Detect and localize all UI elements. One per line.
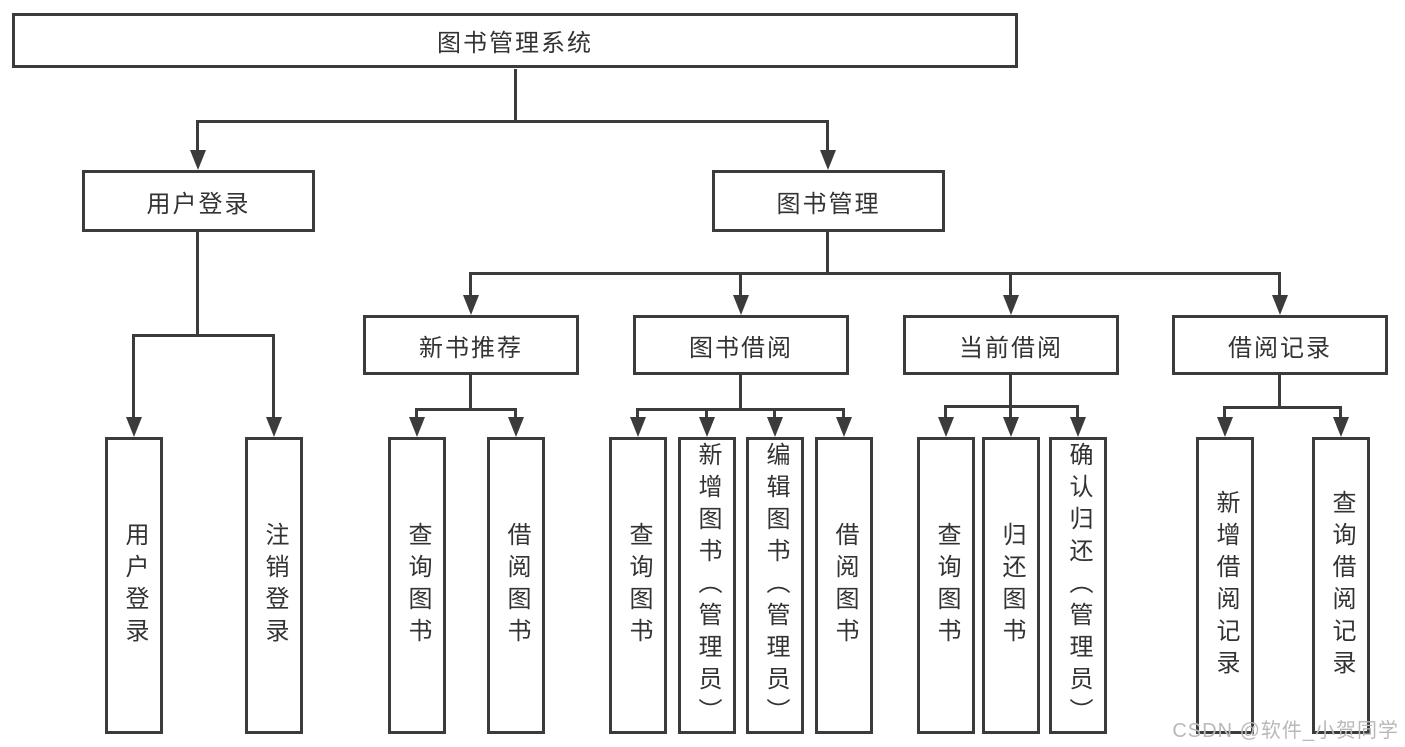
connector-bookmgmt-drop-3 bbox=[1009, 272, 1012, 297]
leaf-label: 新增借阅记录 bbox=[1212, 489, 1239, 682]
node-new-book-recommendation: 新书推荐 bbox=[363, 315, 579, 375]
leaf-add-borrow-record: 新增借阅记录 bbox=[1196, 437, 1254, 734]
leaf-confirm-return-admin: 确认归还（管理员） bbox=[1049, 437, 1107, 734]
connector-bookmgmt-stem bbox=[826, 232, 829, 275]
leaf-logout: 注销登录 bbox=[245, 437, 303, 734]
connector-g4-stem bbox=[1009, 375, 1012, 408]
arrowhead-icon bbox=[1003, 417, 1019, 437]
leaf-user-login: 用户登录 bbox=[105, 437, 163, 734]
leaf-query-borrow-record: 查询借阅记录 bbox=[1312, 437, 1370, 734]
leaf-query-books-borrowing: 查询图书 bbox=[609, 437, 667, 734]
leaf-label: 查询图书 bbox=[933, 521, 960, 650]
arrowhead-icon bbox=[508, 417, 524, 437]
arrowhead-icon bbox=[767, 417, 783, 437]
connector-g3-drop-4 bbox=[842, 408, 845, 419]
leaf-label: 确认归还（管理员） bbox=[1065, 441, 1092, 730]
node-library-management-system: 图书管理系统 bbox=[12, 13, 1018, 68]
node-book-management: 图书管理 bbox=[712, 170, 945, 232]
csdn-watermark: CSDN @软件_小贺同学 bbox=[1172, 720, 1399, 742]
connector-g3-drop-3 bbox=[773, 408, 776, 419]
connector-g5-stem bbox=[1278, 375, 1281, 409]
connector-root-right-drop bbox=[826, 120, 829, 152]
arrowhead-icon bbox=[733, 295, 749, 315]
leaf-return-books: 归还图书 bbox=[982, 437, 1040, 734]
connector-g2-drop-1 bbox=[415, 408, 418, 419]
connector-g4-drop-3 bbox=[1076, 405, 1079, 419]
leaf-label: 借阅图书 bbox=[831, 521, 858, 650]
node-label: 图书借阅 bbox=[689, 334, 793, 362]
arrowhead-icon bbox=[463, 295, 479, 315]
leaf-label: 查询图书 bbox=[625, 521, 652, 650]
arrowhead-icon bbox=[1003, 295, 1019, 315]
leaf-borrow-books-recommend: 借阅图书 bbox=[487, 437, 545, 734]
connector-g5-drop-2 bbox=[1339, 406, 1342, 419]
arrowhead-icon bbox=[1272, 295, 1288, 315]
connector-g5-drop-1 bbox=[1223, 406, 1226, 419]
connector-bookmgmt-crossbar bbox=[469, 272, 1281, 275]
connector-root-crossbar bbox=[196, 120, 829, 123]
arrowhead-icon bbox=[630, 417, 646, 437]
connector-g4-drop-2 bbox=[1009, 405, 1012, 419]
connector-g4-drop-1 bbox=[944, 405, 947, 419]
leaf-label: 注销登录 bbox=[261, 521, 288, 650]
connector-g2-drop-2 bbox=[514, 408, 517, 419]
connector-g2-stem bbox=[469, 375, 472, 411]
connector-g3-crossbar bbox=[636, 408, 845, 411]
connector-userlogin-crossbar bbox=[132, 334, 275, 337]
connector-userlogin-drop-2 bbox=[272, 334, 275, 419]
leaf-label: 新增图书（管理员） bbox=[694, 441, 721, 730]
node-current-borrowing: 当前借阅 bbox=[903, 315, 1119, 375]
arrowhead-icon bbox=[1217, 417, 1233, 437]
node-label: 借阅记录 bbox=[1228, 334, 1332, 362]
arrowhead-icon bbox=[836, 417, 852, 437]
connector-root-left-drop bbox=[196, 120, 199, 152]
leaf-query-books-current: 查询图书 bbox=[917, 437, 975, 734]
leaf-label: 用户登录 bbox=[121, 521, 148, 650]
connector-bookmgmt-drop-1 bbox=[469, 272, 472, 297]
leaf-label: 归还图书 bbox=[998, 521, 1025, 650]
node-label: 新书推荐 bbox=[419, 334, 523, 362]
arrowhead-icon bbox=[409, 417, 425, 437]
connector-g2-crossbar bbox=[415, 408, 517, 411]
leaf-label: 查询图书 bbox=[404, 521, 431, 650]
arrowhead-icon bbox=[699, 417, 715, 437]
node-label: 当前借阅 bbox=[959, 334, 1063, 362]
arrowhead-icon bbox=[126, 417, 142, 437]
connector-g5-crossbar bbox=[1223, 406, 1342, 409]
leaf-label: 借阅图书 bbox=[503, 521, 530, 650]
node-label: 图书管理 bbox=[776, 190, 881, 218]
node-user-login: 用户登录 bbox=[82, 170, 315, 232]
leaf-label: 查询借阅记录 bbox=[1328, 489, 1355, 682]
connector-userlogin-drop-1 bbox=[132, 334, 135, 419]
connector-g3-drop-1 bbox=[636, 408, 639, 419]
connector-root-stem bbox=[514, 69, 517, 123]
leaf-label: 编辑图书（管理员） bbox=[762, 441, 789, 730]
leaf-edit-books-admin: 编辑图书（管理员） bbox=[746, 437, 804, 734]
leaf-query-books-recommend: 查询图书 bbox=[388, 437, 446, 734]
arrowhead-icon bbox=[266, 417, 282, 437]
node-label: 图书管理系统 bbox=[437, 30, 593, 57]
node-label: 用户登录 bbox=[146, 190, 251, 218]
arrowhead-icon bbox=[1070, 417, 1086, 437]
node-borrowing-records: 借阅记录 bbox=[1172, 315, 1388, 375]
arrowhead-icon bbox=[1333, 417, 1349, 437]
connector-g3-stem bbox=[739, 375, 742, 411]
connector-g3-drop-2 bbox=[705, 408, 708, 419]
connector-userlogin-stem bbox=[196, 232, 199, 337]
leaf-borrow-books: 借阅图书 bbox=[815, 437, 873, 734]
leaf-add-books-admin: 新增图书（管理员） bbox=[678, 437, 736, 734]
connector-bookmgmt-drop-2 bbox=[739, 272, 742, 297]
arrowhead-icon bbox=[820, 150, 836, 170]
connector-bookmgmt-drop-4 bbox=[1278, 272, 1281, 297]
arrowhead-icon bbox=[938, 417, 954, 437]
arrowhead-icon bbox=[190, 150, 206, 170]
node-book-borrowing: 图书借阅 bbox=[633, 315, 849, 375]
